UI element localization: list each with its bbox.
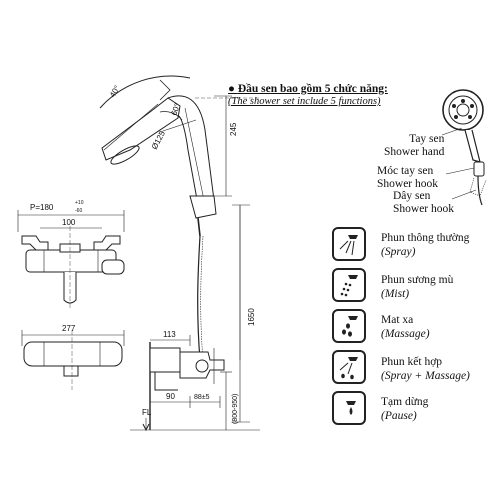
mixer-top-view (21, 330, 125, 390)
callout-shower-hook: Móc tay sen Shower hook (377, 165, 438, 191)
function-vi: Phun thông thường (381, 232, 470, 244)
callout-en: Shower hook (393, 203, 455, 215)
p-tolerance-bottom: -60 (75, 208, 82, 214)
function-en: (Mist) (381, 288, 410, 300)
wall-slide-bar (232, 204, 250, 423)
width-100-label: 100 (62, 218, 76, 227)
callout-vi: Móc tay sen (377, 165, 434, 177)
callout-en: Shower hook (377, 178, 439, 190)
angle-60-label: 60° (169, 102, 182, 116)
callout-en: Shower hand (384, 146, 445, 158)
p-dimension-label: P=180 (30, 203, 54, 212)
angle-40-label: 40° (108, 84, 122, 99)
title-en: (The shower set include 5 functions) (228, 96, 381, 107)
massage-icon (332, 309, 366, 343)
function-en: (Spray + Massage) (381, 370, 470, 382)
function-text: Phun kết hợp (Spray + Massage) (381, 355, 470, 383)
callout-vi: Dây sen (393, 190, 431, 202)
mixer-side-view (130, 335, 260, 432)
callout-shower-hose: Dây sen Shower hook (393, 190, 454, 216)
height-800-950-label: (800-950) (232, 394, 239, 424)
function-text: Phun thông thường (Spray) (381, 231, 469, 259)
mixer-front-view (17, 210, 125, 310)
title-vi: Đầu sen bao gồm 5 chức năng: (237, 83, 388, 95)
spray-massage-icon (332, 350, 366, 384)
function-en: (Spray) (381, 246, 416, 258)
callout-vi: Tay sen (409, 133, 445, 145)
function-text: Mat xa (Massage) (381, 313, 430, 341)
function-en: (Pause) (381, 410, 417, 422)
function-vi: Mat xa (381, 314, 414, 326)
function-vi: Phun kết hợp (381, 356, 443, 368)
shower-hose (197, 235, 204, 361)
callout-shower-hand: Tay sen Shower hand (384, 133, 444, 159)
width-88-label: 88±5 (194, 394, 210, 401)
width-277-label: 277 (62, 324, 76, 333)
hand-shower-illustration (441, 89, 487, 206)
height-245-label: 245 (229, 122, 238, 136)
function-en: (Massage) (381, 328, 430, 340)
mist-icon (332, 268, 366, 302)
shower-head-side-view (99, 75, 260, 237)
width-90-label: 90 (166, 392, 175, 401)
function-vi: Tạm dừng (381, 396, 429, 408)
bullet-icon: ● (228, 83, 238, 95)
functions-title: ● Đầu sen bao gồm 5 chức năng: (The show… (228, 83, 498, 107)
width-113-label: 113 (163, 330, 176, 339)
function-text: Tạm dừng (Pause) (381, 395, 428, 423)
function-vi: Phun sương mù (381, 274, 454, 286)
floor-level-label: FL (142, 408, 152, 417)
pause-icon (332, 391, 366, 425)
spray-icon (332, 227, 366, 261)
height-1650-label: 1650 (247, 308, 256, 326)
p-tolerance-top: +10 (75, 200, 84, 206)
function-text: Phun sương mù (Mist) (381, 273, 453, 301)
